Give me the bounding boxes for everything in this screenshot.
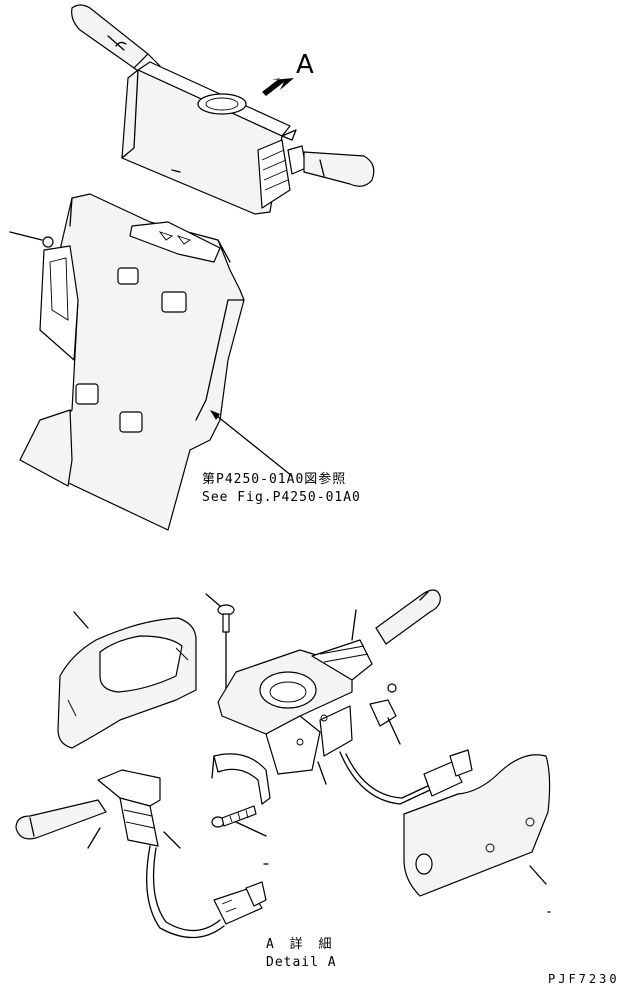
retaining-clip xyxy=(369,683,401,745)
detail-a-assembly xyxy=(15,589,551,939)
view-callout-label: A xyxy=(296,50,314,80)
combination-switch-detail xyxy=(217,609,373,775)
reference-leader xyxy=(211,411,293,477)
drawing-number: PJF7230 xyxy=(548,972,620,986)
right-lever-upper xyxy=(287,145,375,187)
column-cover-left xyxy=(57,611,197,749)
harness-right xyxy=(317,749,473,805)
reference-label-jp: 第P4250-01A0図参照 xyxy=(202,472,347,487)
column-clamp xyxy=(211,753,271,805)
column-cover-right xyxy=(403,754,551,913)
clamp-bolt xyxy=(211,805,267,837)
view-arrow xyxy=(262,78,294,96)
harness-lower xyxy=(146,845,267,939)
column-cover-upper xyxy=(9,193,245,531)
combination-switch-upper xyxy=(121,61,297,215)
reference-label-en: See Fig.P4250-01A0 xyxy=(202,490,361,505)
upper-assembly xyxy=(9,4,375,531)
detail-label-en: Detail A xyxy=(266,955,337,970)
detail-label-jp: A 詳 細 xyxy=(266,937,336,952)
lower-switch xyxy=(15,769,181,849)
right-lever-detail xyxy=(375,589,441,645)
